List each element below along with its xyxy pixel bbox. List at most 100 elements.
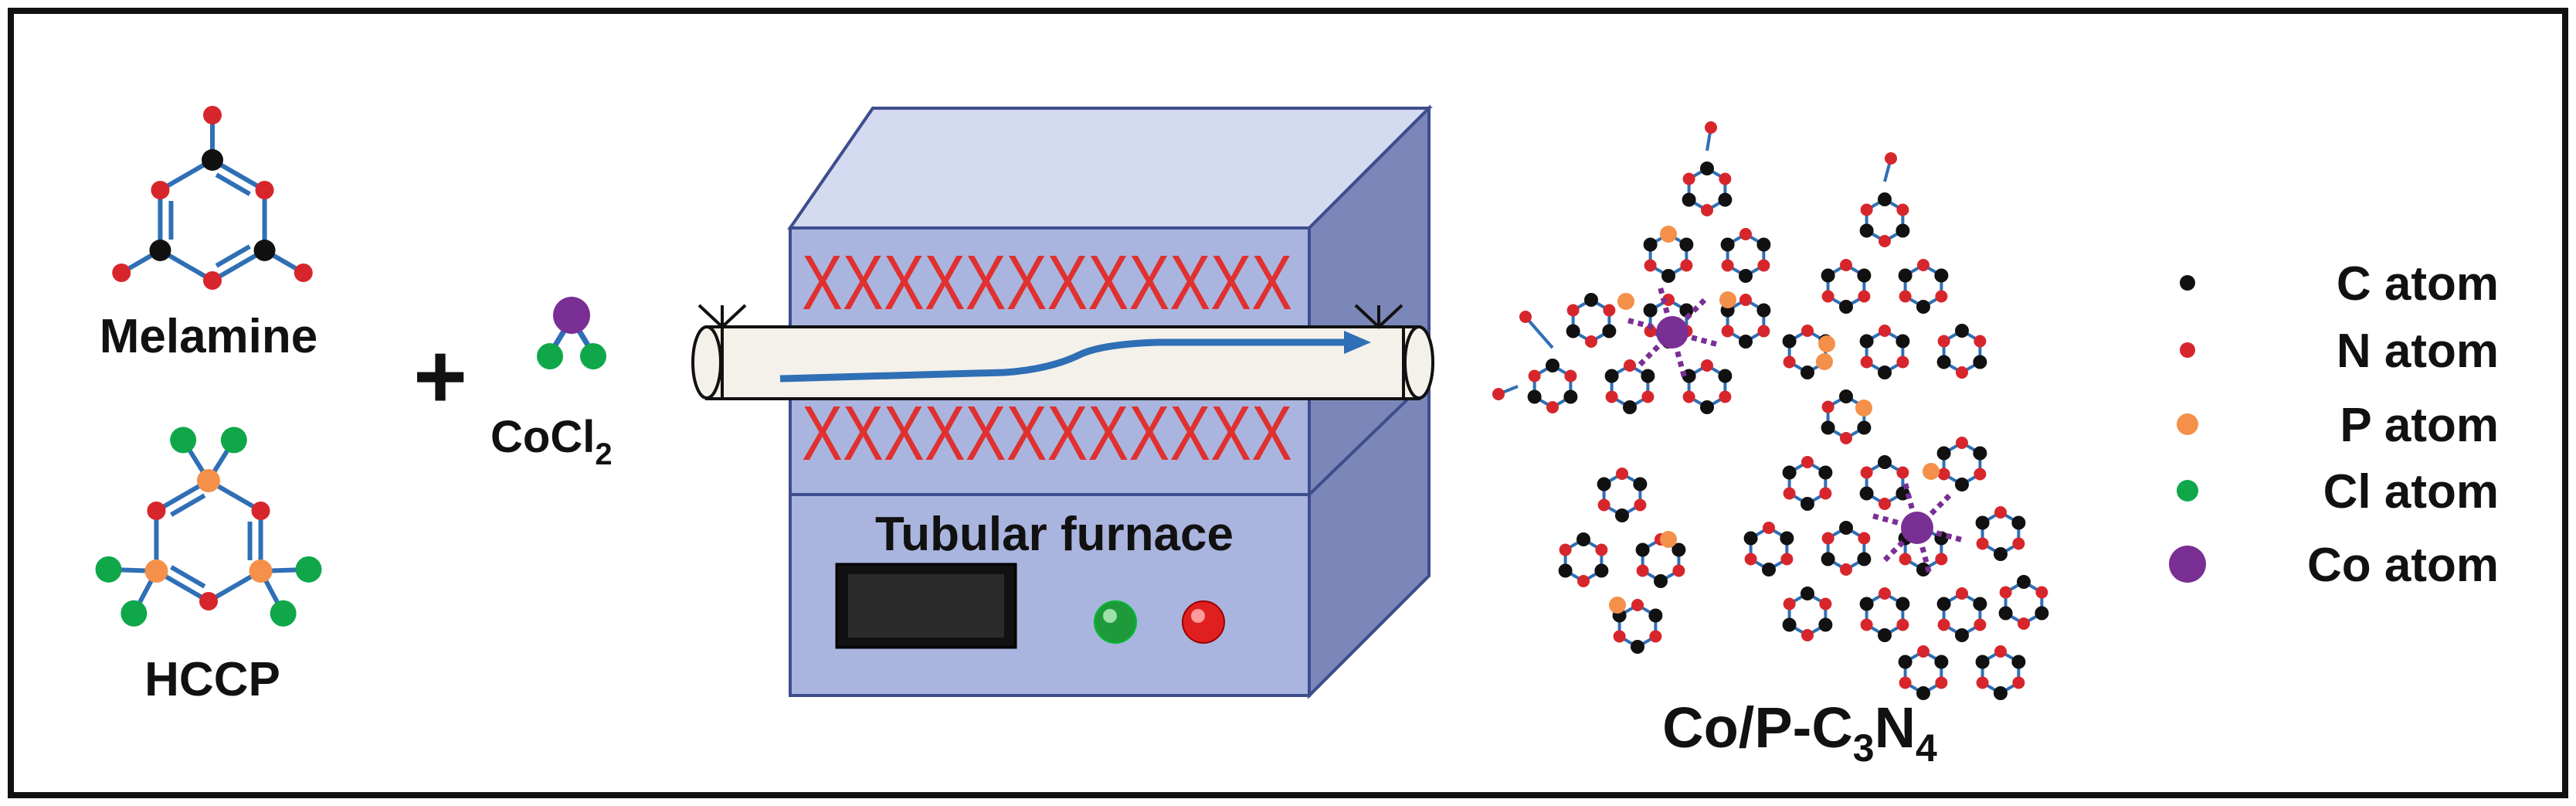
n-atom [1956, 366, 1968, 379]
c-atom [1955, 628, 1969, 642]
c-atom [1623, 400, 1637, 414]
n-atom [1917, 645, 1929, 658]
co-atom [1656, 316, 1688, 349]
c-atom [1916, 300, 1930, 314]
n-atom [199, 592, 218, 610]
n-atom [1899, 553, 1912, 566]
c-atom [1604, 369, 1619, 383]
legend-label: Co atom [2307, 539, 2499, 592]
c-atom [1839, 389, 1853, 403]
c-atom [1594, 563, 1609, 578]
n-atom [1577, 575, 1590, 587]
c-atom [1934, 655, 1949, 669]
n-atom [1616, 468, 1628, 480]
c-atom [1896, 334, 1910, 349]
c-atom [1782, 465, 1797, 480]
c-atom [1672, 542, 1686, 557]
n-atom [1595, 543, 1608, 556]
c-atom [1975, 515, 1990, 530]
n-atom [1559, 543, 1572, 556]
c-atom [1857, 552, 1872, 566]
legend-label: C atom [2337, 257, 2499, 311]
c-atom [1643, 237, 1658, 252]
cl-atom [170, 427, 197, 454]
c-atom [1898, 268, 1912, 283]
c-atom [1839, 300, 1853, 314]
c-atom [1718, 192, 1733, 207]
c-atom [1998, 606, 2013, 621]
n-atom [1935, 290, 1948, 303]
n-atom [1631, 599, 1644, 611]
n-atom [1757, 325, 1770, 338]
n-atom [1896, 355, 1909, 369]
n-atom [1783, 597, 1796, 610]
c-atom [1615, 508, 1629, 522]
c-atom [149, 240, 171, 261]
c-atom [1800, 587, 1814, 600]
c-atom [1859, 223, 1874, 238]
n-atom [1974, 468, 1987, 481]
n-atom [1763, 522, 1775, 534]
c-atom [1782, 334, 1797, 349]
n-atom [151, 181, 170, 199]
c-atom [202, 149, 223, 171]
n-atom [1564, 369, 1577, 383]
c-atom [1878, 628, 1892, 642]
n-atom [1636, 564, 1649, 577]
c-atom [1780, 531, 1794, 546]
c-atom [1743, 531, 1758, 546]
n-atom [1879, 587, 1891, 600]
n-atom [1896, 466, 1909, 479]
c-atom [1936, 355, 1951, 369]
c-atom [1936, 597, 1951, 611]
cocl2-cl-atom [580, 343, 606, 369]
c-atom [1896, 223, 1910, 238]
n-atom [294, 264, 313, 282]
c-atom [1973, 446, 1987, 461]
hccp-molecule [95, 427, 322, 627]
cocl2-molecule [537, 297, 606, 369]
legend-label: P atom [2340, 399, 2499, 452]
c-atom [1782, 617, 1797, 632]
n-atom [2012, 537, 2025, 550]
legend-swatch [2177, 480, 2198, 502]
n-atom [1801, 456, 1814, 468]
c-atom [1818, 617, 1833, 632]
heating-coil-top: XXXXXXXXXXXX [802, 240, 1292, 326]
c-atom [1643, 303, 1658, 318]
n-atom [1801, 629, 1814, 641]
c-atom [1563, 389, 1578, 404]
n-atom [255, 181, 274, 199]
n-atom [203, 106, 222, 124]
n-atom [1935, 676, 1948, 689]
n-atom [1860, 355, 1873, 369]
n-atom [1701, 204, 1713, 216]
p-atom [197, 469, 220, 492]
n-atom [1937, 335, 1950, 348]
n-atom [1860, 618, 1873, 631]
n-atom [1858, 532, 1871, 545]
c-atom [1973, 597, 1987, 611]
n-atom [1840, 432, 1852, 444]
n-atom [1783, 487, 1796, 500]
n-atom [1719, 172, 1732, 185]
c-atom [1878, 192, 1892, 206]
c-atom [2035, 606, 2049, 621]
n-atom [1605, 390, 1618, 403]
n-atom [1682, 172, 1695, 185]
c-atom [1633, 477, 1648, 491]
n-atom [1937, 468, 1950, 481]
c-atom [1597, 477, 1611, 491]
n-atom [2035, 586, 2048, 599]
n-atom [1974, 618, 1987, 631]
c-atom [2011, 515, 2026, 530]
legend-swatch [2177, 413, 2198, 435]
n-atom [1624, 359, 1636, 372]
c-atom [1859, 486, 1874, 501]
c-atom [1955, 478, 1969, 491]
n-atom [1492, 388, 1505, 400]
n-atom [1585, 335, 1597, 348]
c-atom [1878, 455, 1892, 469]
n-atom [1899, 290, 1912, 303]
